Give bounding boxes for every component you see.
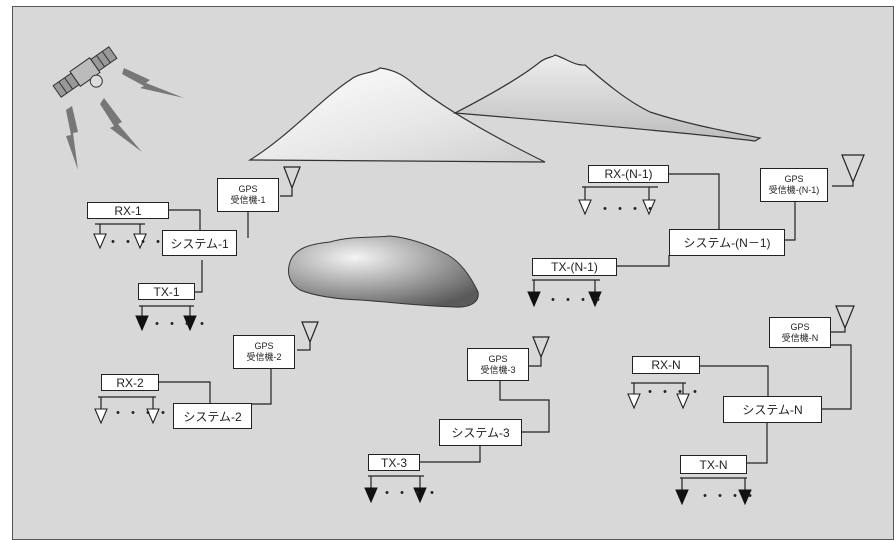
rx-ellipsis: ・・・・ (643, 384, 703, 400)
signal-bolt-icon (122, 68, 184, 98)
gps-label: GPS (254, 341, 274, 351)
gps-receiver-box: GPS 受信機-3 (467, 348, 529, 381)
rx-box: RX-N (632, 356, 700, 374)
system-box: システム-N (723, 396, 822, 423)
gps-label: GPS (488, 353, 508, 364)
tx-ellipsis: ・・・・ (546, 292, 606, 308)
tx-ellipsis: ・・・・ (380, 485, 440, 501)
rx-box: RX-1 (87, 202, 169, 219)
gps-receiver-label: 受信機-(N-1) (768, 185, 820, 195)
gps-receiver-box: GPS 受信機-N (769, 317, 831, 348)
antenna-icon (830, 305, 855, 333)
system-box: システム-1 (162, 230, 237, 256)
gps-receiver-label: 受信機-3 (480, 364, 516, 375)
gps-receiver-box: GPS 受信機-2 (233, 335, 295, 369)
gps-label: GPS (784, 174, 804, 184)
gps-receiver-label: 受信機-2 (246, 352, 282, 362)
tx-box: TX-(N-1) (532, 258, 617, 276)
gps-receiver-box: GPS 受信機-(N-1) (760, 168, 828, 202)
tx-ellipsis: ・・・・ (150, 316, 210, 332)
rx-box: RX-(N-1) (588, 165, 669, 183)
rock-icon (287, 235, 479, 308)
mountain-icon (247, 67, 546, 163)
tx-box: TX-3 (368, 454, 420, 471)
tx-box: TX-N (680, 455, 747, 474)
gps-receiver-label: 受信機-1 (230, 195, 266, 205)
gps-receiver-label: 受信機-N (781, 332, 819, 343)
rx-ellipsis: ・・・・ (598, 201, 658, 217)
system-box: システム-(N－1) (669, 229, 785, 256)
satellite-icon (52, 46, 118, 98)
rx-ellipsis: ・・・・ (106, 234, 166, 250)
signal-bolt-icon (66, 106, 78, 170)
antenna-icon (297, 321, 319, 351)
rx-ellipsis: ・・・・ (111, 405, 171, 421)
signal-bolt-icon (100, 98, 142, 152)
tx-ellipsis: ・・・・ (698, 488, 758, 504)
gps-label: GPS (790, 321, 810, 332)
gps-receiver-box: GPS 受信機-1 (217, 178, 279, 212)
antenna-icon (832, 154, 865, 187)
mountain-icon (452, 54, 762, 142)
rx-box: RX-2 (101, 374, 159, 391)
tx-box: TX-1 (138, 283, 195, 300)
system-box: システム-2 (173, 403, 252, 429)
antenna-icon (280, 166, 301, 197)
antenna-icon (523, 336, 550, 367)
gps-label: GPS (238, 184, 258, 194)
system-box: システム-3 (439, 419, 522, 446)
